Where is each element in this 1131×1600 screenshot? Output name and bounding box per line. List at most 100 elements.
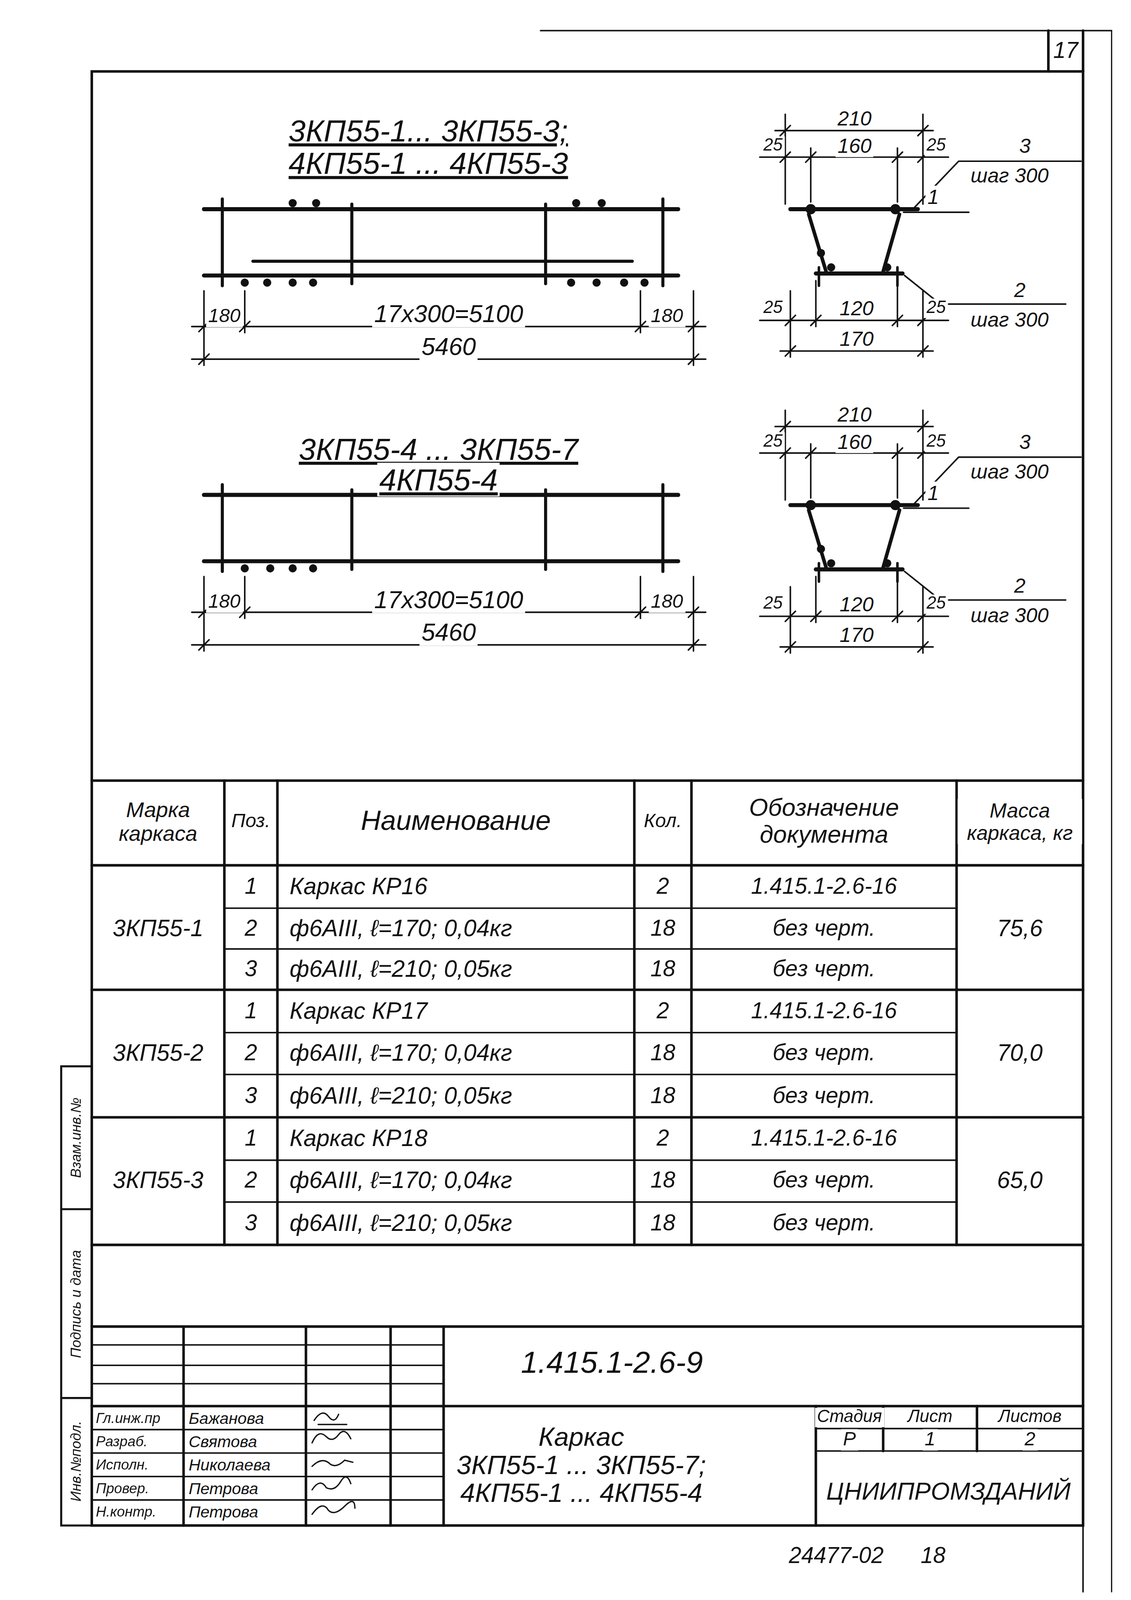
rebar-dot	[640, 278, 649, 287]
drawing-label: Исполн.	[93, 1457, 151, 1473]
drawing-line	[350, 203, 354, 284]
drawing-label: 25	[924, 594, 948, 614]
drawing-label: 25	[924, 136, 948, 156]
drawing-label: Каркас КР17	[287, 997, 430, 1024]
drawing-label: шаг 300	[968, 307, 1051, 331]
drawing-line	[805, 151, 816, 162]
drawing-label: 18	[648, 956, 678, 982]
rebar-dot	[288, 564, 297, 573]
drawing-line	[91, 1243, 1084, 1246]
drawing-label: 120	[837, 296, 877, 320]
drawing-label: ф6АIII, ℓ=170; 0,04кг	[287, 1039, 515, 1066]
drawing-label: 4КП55-1 ... 4КП55-4	[458, 1477, 705, 1507]
drawing-line	[91, 863, 1084, 867]
drawing-line	[632, 780, 636, 1245]
rebar-dot	[309, 564, 318, 573]
drawing-label: 25	[761, 298, 785, 318]
drawing-label: 4КП55-4	[377, 462, 500, 497]
drawing-label: 1.415.1-2.6-16	[748, 1125, 899, 1151]
drawing-line	[922, 114, 924, 204]
drawing-label: 25	[761, 136, 785, 156]
drawing-label: Лист	[905, 1407, 955, 1427]
drawing-label: 2	[242, 1167, 260, 1193]
drawing-line	[759, 319, 949, 322]
drawing-group	[91, 1326, 1084, 1526]
drawing-line	[892, 315, 903, 326]
drawing-group	[191, 576, 706, 651]
drawing-label: Петрова	[186, 1502, 260, 1521]
drawing-label: без черт.	[770, 1210, 878, 1236]
drawing-group	[311, 1412, 355, 1514]
drawing-label: 2	[242, 915, 260, 941]
rebar-dot	[890, 203, 901, 214]
drawing-label: 25	[761, 432, 785, 452]
drawing-label: 3	[242, 1210, 260, 1236]
drawing-line	[350, 489, 354, 570]
drawing-label: 2	[654, 1125, 671, 1151]
drawing-label: Бажанова	[186, 1408, 266, 1427]
drawing-line	[789, 290, 791, 357]
drawing-label: Обозначение документа	[699, 793, 949, 848]
drawing-label: 5460	[419, 618, 478, 646]
drawing-label: 1.415.1-2.6-16	[748, 874, 899, 899]
drawing-line	[311, 1476, 351, 1489]
drawing-label: 18	[648, 915, 678, 941]
rebar-dot	[288, 198, 297, 208]
drawing-line	[224, 947, 957, 950]
rebar-dot	[816, 249, 825, 258]
drawing-line	[91, 778, 1084, 782]
drawing-label: без черт.	[770, 915, 878, 941]
drawing-label: 70,0	[995, 1039, 1045, 1066]
drawing-label: 3КП55-4 ... 3КП55-7	[296, 431, 581, 466]
drawing-label: 180	[206, 305, 243, 327]
drawing-label: 210	[835, 107, 874, 130]
drawing-group	[203, 484, 679, 571]
drawing-label: 2	[242, 1040, 260, 1065]
drawing-label: ф6АIII, ℓ=170; 0,04кг	[287, 915, 515, 942]
drawing-label: Р	[840, 1428, 858, 1450]
drawing-line	[304, 1326, 308, 1526]
drawing-line	[780, 125, 791, 136]
drawing-label: 210	[835, 402, 874, 426]
rebar-dot	[566, 278, 576, 287]
drawing-label: 120	[837, 592, 877, 615]
drawing-label: Каркас КР18	[287, 1125, 430, 1152]
drawing-group	[790, 209, 919, 286]
rebar-dot	[240, 278, 250, 287]
drawing-line	[253, 259, 633, 263]
drawing-label: ЦНИИПРОМЗДАНИЙ	[824, 1477, 1073, 1505]
drawing-label: ф6АIII, ℓ=170; 0,04кг	[287, 1167, 515, 1194]
drawing-label: 17x300=5100	[372, 300, 526, 328]
drawing-line	[808, 214, 826, 272]
drawing-line	[1081, 30, 1085, 72]
drawing-label: 180	[648, 591, 686, 613]
drawing-line	[544, 203, 548, 284]
rebar-dot	[288, 278, 297, 287]
rebar-dot	[311, 198, 321, 208]
drawing-label: Масса каркаса, кг	[957, 798, 1083, 844]
drawing-line	[661, 198, 665, 286]
drawing-label: 18	[648, 1167, 678, 1193]
drawing-label: 65,0	[995, 1167, 1045, 1194]
drawing-line	[220, 198, 224, 286]
drawing-line	[688, 639, 699, 650]
drawing-label: 3	[1016, 430, 1033, 453]
drawing-line	[688, 353, 699, 364]
drawing-line	[661, 484, 665, 571]
drawing-label: Подпись и дата	[68, 1247, 85, 1360]
drawing-line	[892, 151, 903, 162]
drawing-line	[690, 780, 693, 1245]
drawing-label: 3КП55-1... 3КП55-3;	[286, 113, 571, 148]
drawing-line	[91, 71, 1084, 1526]
drawing-label: 160	[835, 134, 874, 157]
drawing-line	[688, 321, 699, 332]
drawing-line	[224, 1031, 957, 1033]
drawing-label: 3КП55-1	[110, 915, 206, 942]
drawing-label: ф6АIII, ℓ=210; 0,05кг	[287, 1082, 515, 1109]
drawing-label: 2	[1011, 574, 1028, 597]
drawing-label: 1	[925, 481, 941, 504]
drawing-line	[635, 321, 646, 332]
drawing-line	[91, 988, 1084, 991]
drawing-label: Листов	[996, 1407, 1064, 1427]
